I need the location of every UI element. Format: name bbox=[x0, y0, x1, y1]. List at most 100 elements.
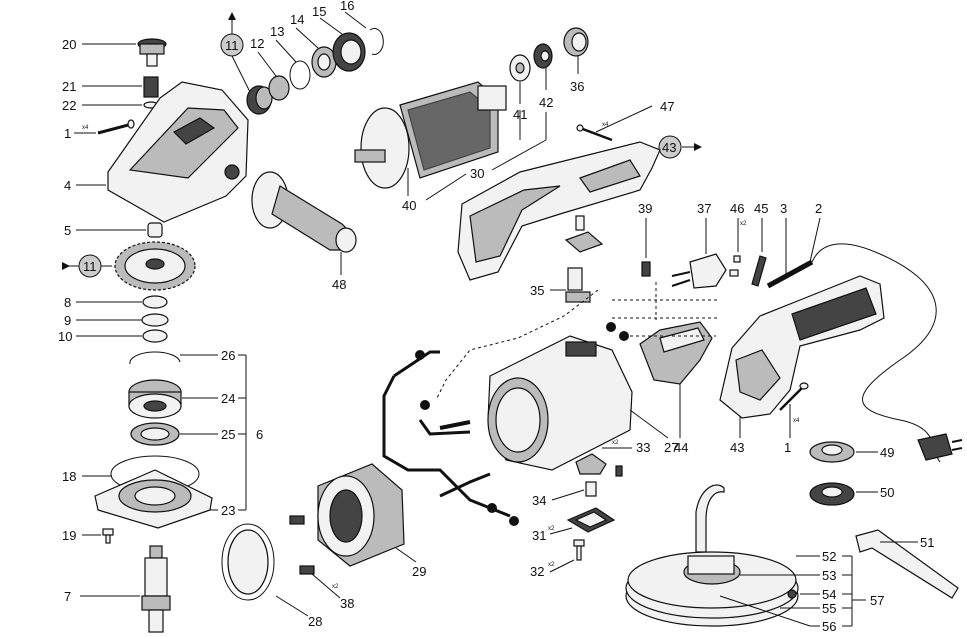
part-27-motor-housing bbox=[487, 335, 633, 471]
part-pinion bbox=[246, 85, 273, 115]
label-32: 32 bbox=[530, 564, 544, 579]
part-3-cable-sleeve bbox=[766, 259, 814, 289]
label-26: 26 bbox=[221, 348, 235, 363]
label-40: 40 bbox=[402, 198, 416, 213]
part-14-washer bbox=[311, 46, 337, 78]
wire-tag-e1-upper: E1 bbox=[606, 322, 616, 332]
label-4: 4 bbox=[64, 178, 71, 193]
part-bevel-gear bbox=[114, 241, 196, 291]
label-7: 7 bbox=[64, 589, 71, 604]
label-15: 15 bbox=[312, 4, 326, 19]
callout-11-top-text: 11 bbox=[225, 38, 239, 53]
label-49: 49 bbox=[880, 445, 894, 460]
label-57: 57 bbox=[870, 593, 884, 608]
part-51-spanner bbox=[855, 529, 959, 599]
part-rear-handle bbox=[719, 275, 885, 419]
part-12-ring bbox=[268, 75, 290, 101]
part-26-circlip bbox=[129, 351, 181, 365]
label-29: 29 bbox=[412, 564, 426, 579]
label-43: 43 bbox=[730, 440, 744, 455]
label-55: 55 bbox=[822, 601, 836, 616]
label-39: 39 bbox=[638, 201, 652, 216]
part-29-stator bbox=[317, 463, 405, 567]
label-34: 34 bbox=[532, 493, 546, 508]
part-5-bushing bbox=[147, 222, 163, 238]
part-25-seal bbox=[130, 422, 180, 446]
part-23-flange bbox=[94, 469, 213, 529]
part-4-gear-housing bbox=[107, 81, 249, 223]
label-37: 37 bbox=[697, 201, 711, 216]
label-24: 24 bbox=[221, 391, 235, 406]
part-screw-pad bbox=[564, 215, 604, 253]
label-10: 10 bbox=[58, 329, 72, 344]
label-45: 45 bbox=[754, 201, 768, 216]
label-56: 56 bbox=[822, 619, 836, 634]
label-2: 2 bbox=[815, 201, 822, 216]
label-25: 25 bbox=[221, 427, 235, 442]
qty-47: x4 bbox=[602, 122, 609, 128]
label-27: 27 bbox=[664, 440, 678, 455]
part-48-side-handle bbox=[251, 171, 357, 253]
part-38-spring-b bbox=[299, 565, 315, 575]
qty-1-right: x4 bbox=[793, 418, 800, 424]
label-13: 13 bbox=[270, 24, 284, 39]
qty-33: x2 bbox=[612, 440, 619, 446]
label-35: 35 bbox=[530, 283, 544, 298]
part-13-oring bbox=[289, 60, 311, 90]
label-28: 28 bbox=[308, 614, 322, 629]
label-33: 33 bbox=[636, 440, 650, 455]
label-21: 21 bbox=[62, 79, 76, 94]
label-1-left: 1 bbox=[64, 126, 71, 141]
qty-46: x2 bbox=[740, 221, 747, 227]
callout-11-left-text: 11 bbox=[83, 259, 97, 274]
wire-tag-e1-upper-text: E1 bbox=[607, 325, 615, 331]
part-1-screw bbox=[97, 119, 135, 135]
part-24-bearing bbox=[128, 379, 182, 419]
label-16: 16 bbox=[340, 0, 354, 13]
label-12: 12 bbox=[250, 36, 264, 51]
callout-43-top: 43 bbox=[658, 135, 682, 159]
part-21-spring bbox=[143, 76, 159, 98]
label-52: 52 bbox=[822, 549, 836, 564]
part-15-bearing bbox=[332, 32, 366, 72]
part-upper-housing-shell bbox=[457, 141, 661, 281]
part-41-washer bbox=[509, 54, 531, 82]
part-31-plate bbox=[566, 507, 616, 533]
label-38: 38 bbox=[340, 596, 354, 611]
part-50-flange-nut bbox=[809, 482, 855, 506]
label-41: 41 bbox=[513, 107, 527, 122]
label-14: 14 bbox=[290, 12, 304, 27]
label-22: 22 bbox=[62, 98, 76, 113]
part-34-brush bbox=[585, 481, 597, 497]
part-19-screw bbox=[102, 528, 114, 544]
part-28-baffle bbox=[221, 523, 275, 601]
callout-11-top: 11 bbox=[220, 33, 244, 57]
qty-31: x2 bbox=[548, 526, 555, 532]
wire-tag-a1-left: A1 bbox=[420, 400, 430, 410]
plug bbox=[917, 433, 963, 461]
label-23: 23 bbox=[221, 503, 235, 518]
label-1-right: 1 bbox=[784, 440, 791, 455]
label-18: 18 bbox=[62, 469, 76, 484]
label-51: 51 bbox=[920, 535, 934, 550]
part-20-knob bbox=[137, 38, 167, 67]
wire-tag-a1-upper: A1 bbox=[619, 331, 629, 341]
part-49-flange bbox=[809, 441, 855, 463]
label-3: 3 bbox=[780, 201, 787, 216]
wire-tag-e1-lower-text: E1 bbox=[510, 519, 518, 525]
label-8: 8 bbox=[64, 295, 71, 310]
label-48: 48 bbox=[332, 277, 346, 292]
part-10-washer bbox=[142, 329, 168, 343]
label-5: 5 bbox=[64, 223, 71, 238]
part-9-washer bbox=[141, 313, 169, 327]
callout-43-top-text: 43 bbox=[662, 140, 676, 155]
label-50: 50 bbox=[880, 485, 894, 500]
part-36-sleeve bbox=[563, 27, 589, 57]
part-44-switch bbox=[639, 321, 713, 385]
label-30: 30 bbox=[470, 166, 484, 181]
qty-1-left: x4 bbox=[82, 125, 89, 131]
part-42-bearing bbox=[533, 43, 553, 69]
part-40-armature bbox=[354, 81, 507, 189]
part-7-spindle bbox=[141, 545, 171, 633]
